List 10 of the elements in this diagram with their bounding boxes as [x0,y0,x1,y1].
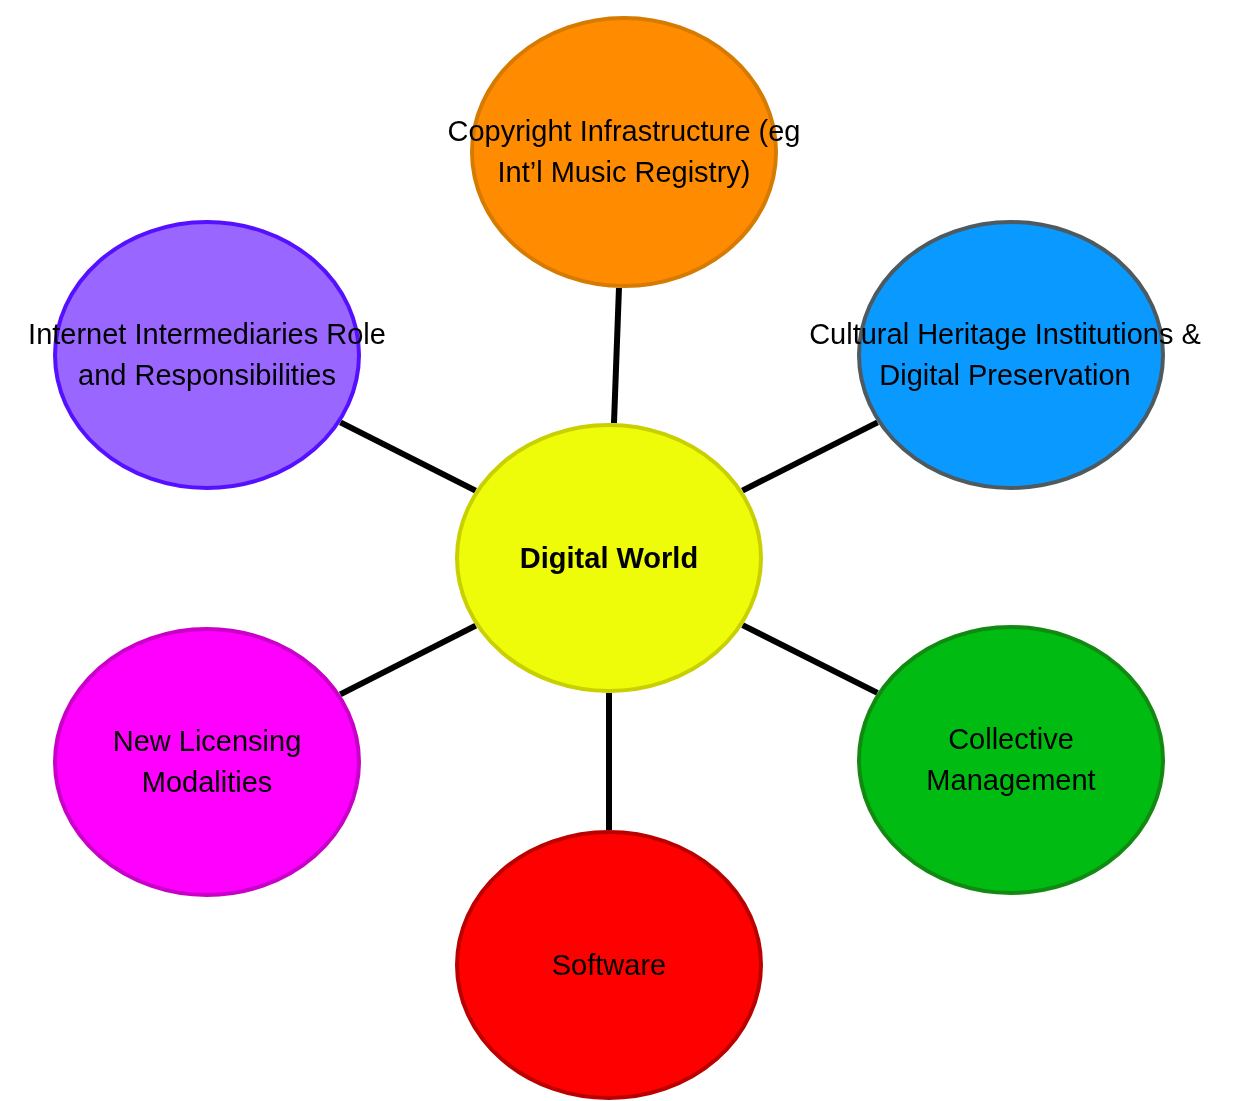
connector-line [606,693,612,830]
connector-line [741,622,879,696]
connector-line [741,419,879,494]
connector-line [338,622,478,698]
topic-label: New Licensing Modalities [111,724,303,800]
central-topic-label: Digital World [518,540,700,576]
connector-line [339,419,477,494]
topic-label: Collective Management [925,722,1097,798]
topic-label: Software [550,947,668,983]
connector-line [611,287,622,424]
